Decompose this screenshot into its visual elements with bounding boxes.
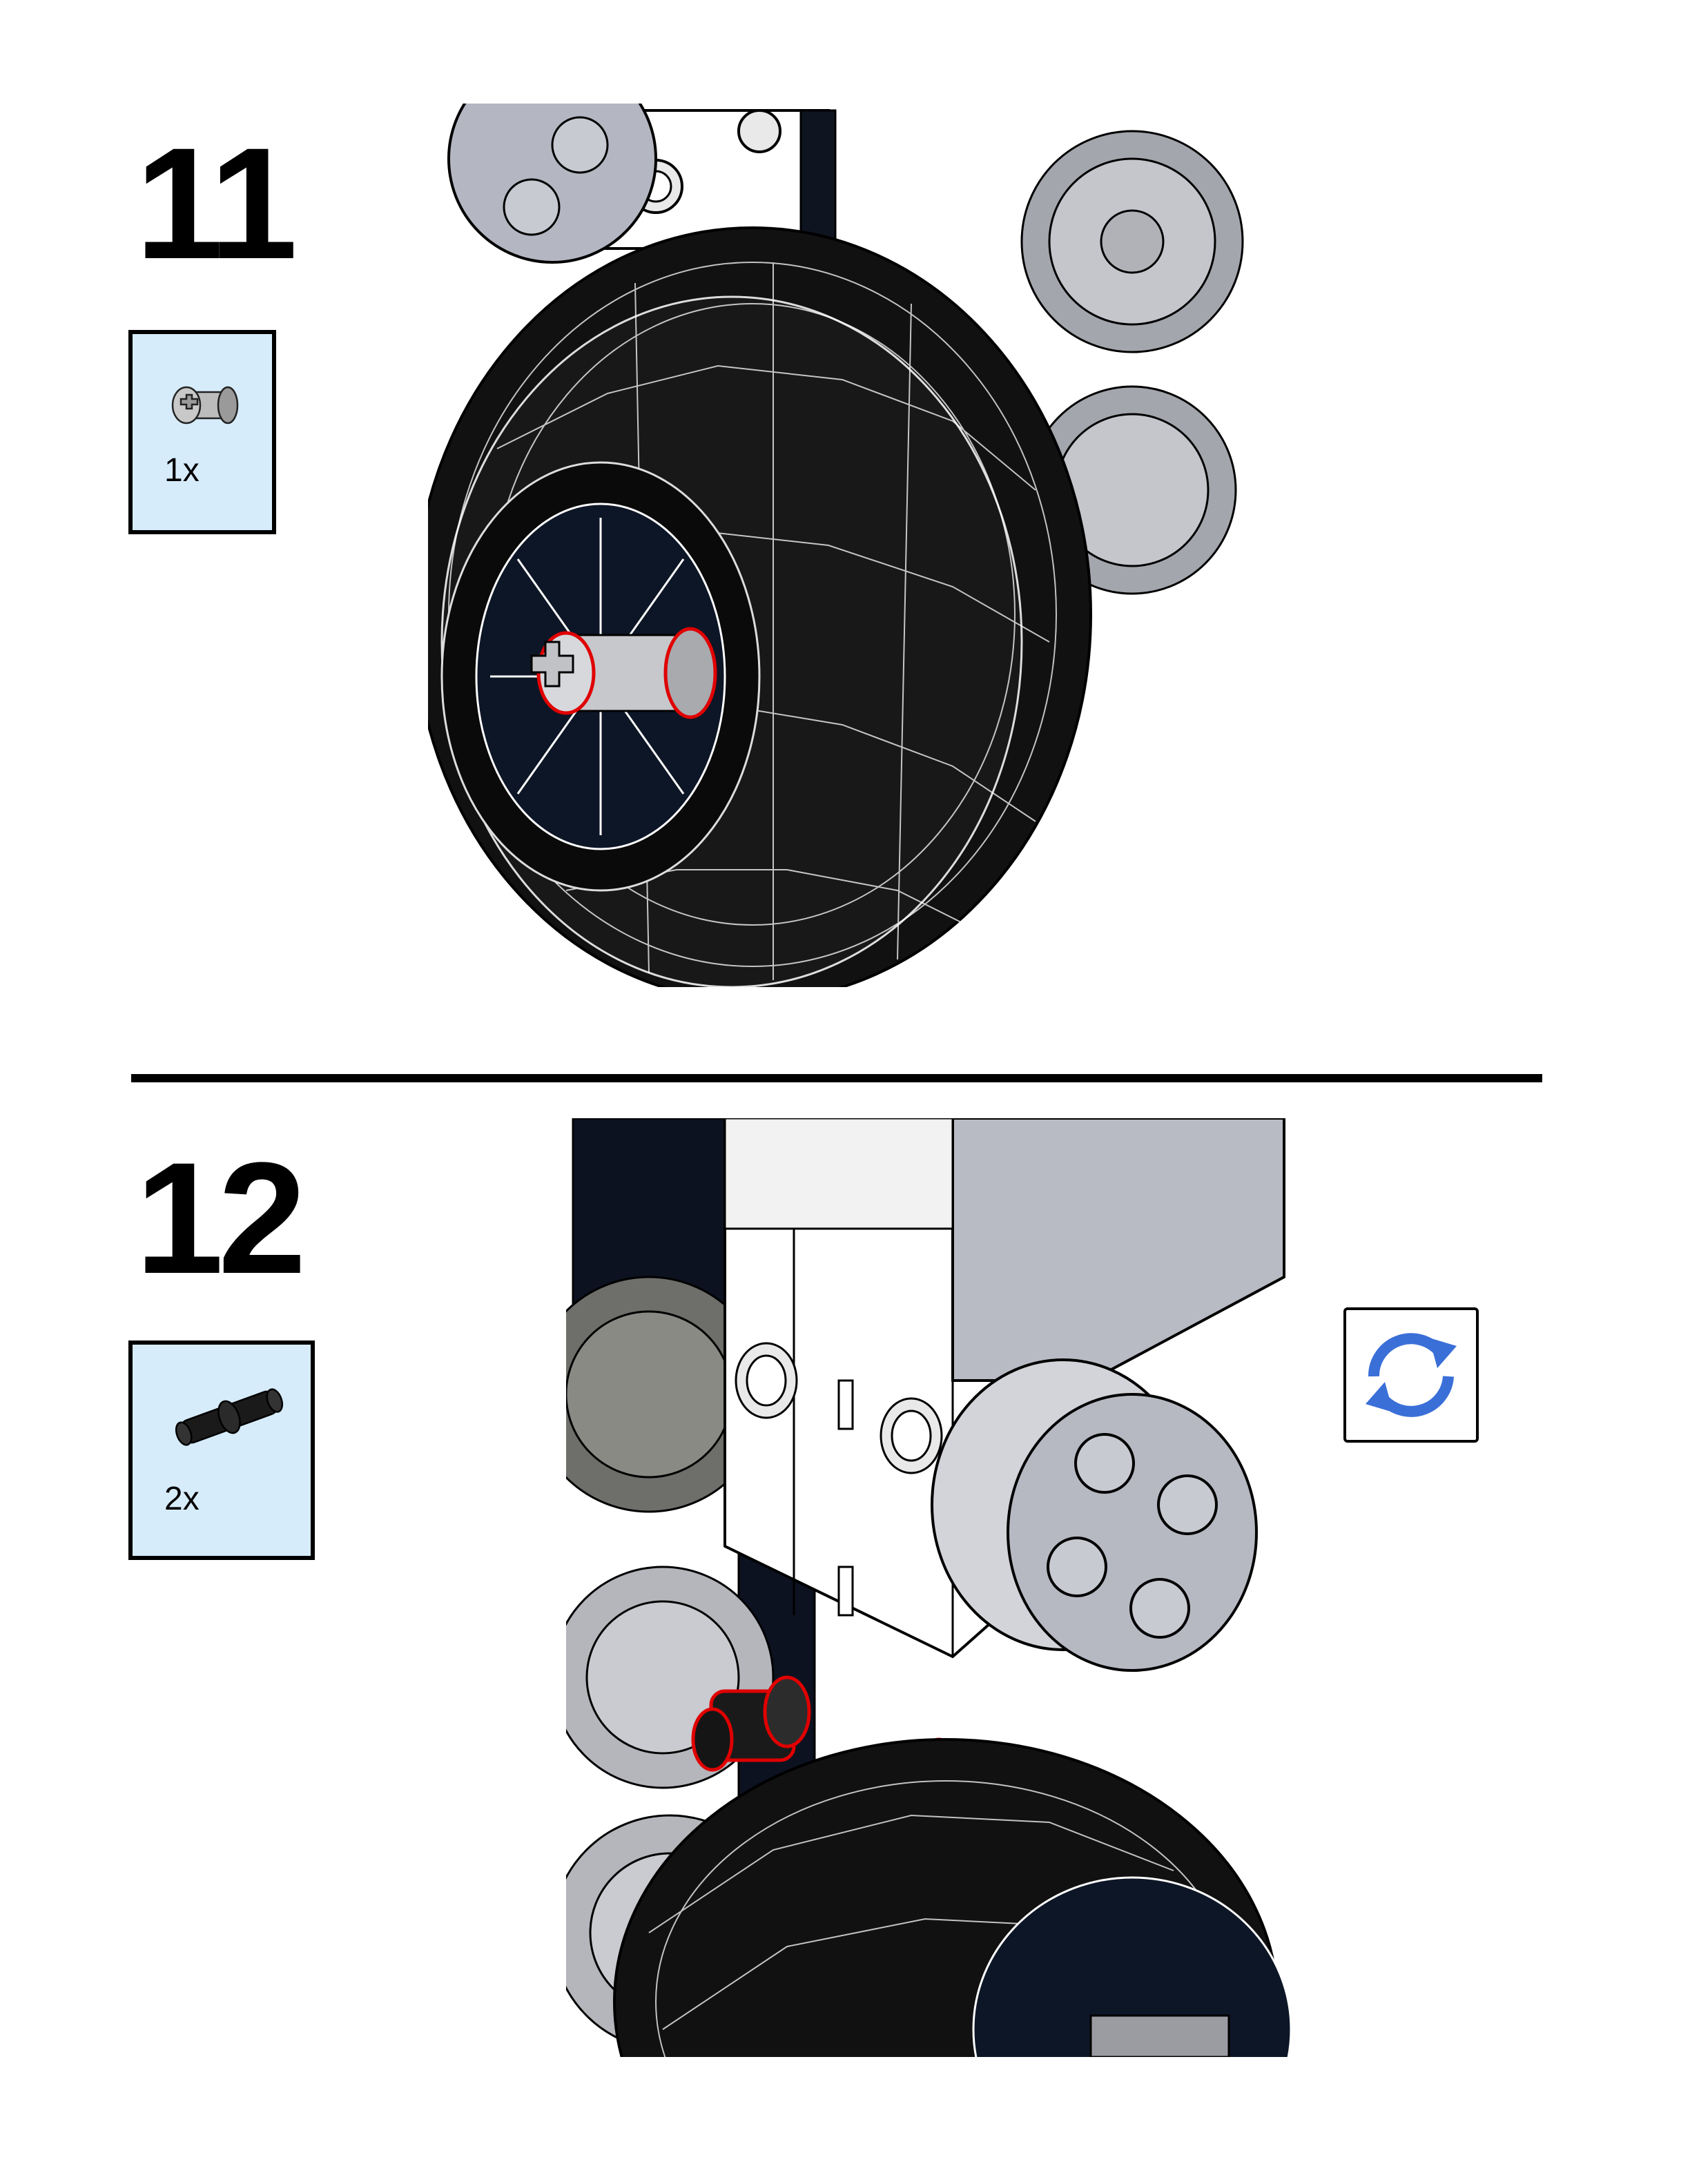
step-number-12: 12 bbox=[135, 1129, 307, 1307]
parts-list-step-11: 1x bbox=[128, 330, 276, 534]
step-11-model-illustration bbox=[428, 104, 1244, 987]
rotate-model-callout bbox=[1343, 1307, 1479, 1443]
parts-list-step-12: 2x bbox=[128, 1340, 315, 1560]
step-divider bbox=[131, 1074, 1542, 1082]
part-quantity: 2x bbox=[164, 1481, 200, 1517]
rotate-model-icon bbox=[1366, 1333, 1457, 1417]
step-number-11: 11 bbox=[135, 115, 298, 292]
axle-pin-icon bbox=[171, 386, 239, 425]
step-12-model-illustration bbox=[566, 1118, 1292, 2057]
friction-pin-black-icon bbox=[175, 1388, 284, 1446]
part-quantity: 1x bbox=[164, 452, 200, 489]
